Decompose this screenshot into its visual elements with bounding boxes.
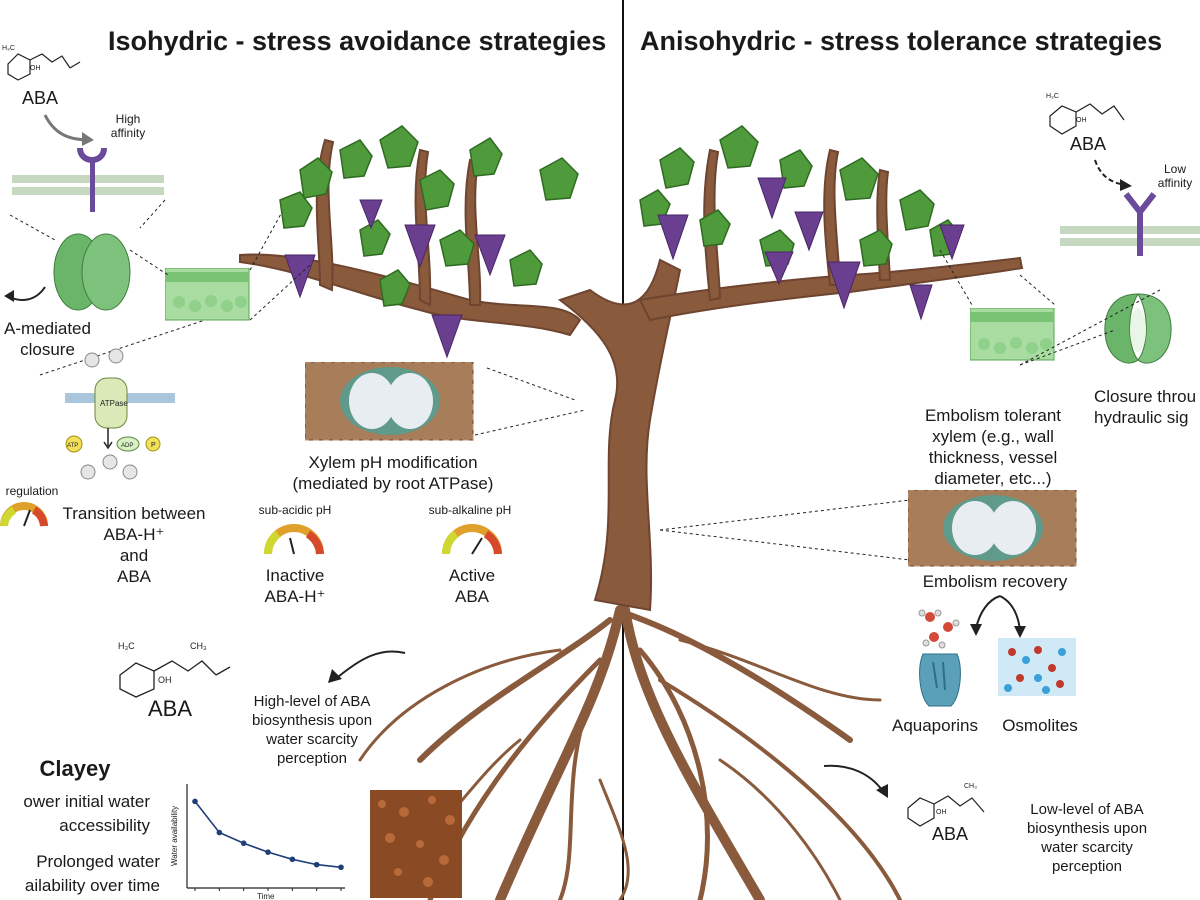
dotted-connectors-left [9,199,586,436]
atp-label: ATP [67,443,78,449]
aba-molecule-mid-left: H₃C CH₃ OH [118,641,231,698]
aba-top-left-label: ABA [21,88,59,108]
water-molecules-icon [918,609,960,649]
transition-label: Transition between ABA-H⁺ and ABA [62,504,206,586]
aquaporin-icon [919,653,961,707]
molecule-oh-label-2: OH [158,675,172,685]
dotted-connectors-right [659,249,1161,561]
prolonged-label: Prolonged water ailability over time [24,852,160,895]
chart-point-5 [289,856,296,863]
molecule-oh-label-4: OH [936,809,947,816]
chart-point-6 [313,861,320,868]
soil-block [370,790,462,898]
chart-point-7 [338,864,344,871]
lower-initial-label: ower initial water accessibility [23,792,150,835]
dashed-arrow-to-receptor [1094,159,1132,191]
chart-xlabel: Time [257,892,275,900]
recovery-arrows [970,595,1026,638]
p-label: P [151,442,156,449]
leaf-cross-section-right [970,308,1055,361]
xylem-section-right [908,490,1077,567]
aba-top-right-label: ABA [1069,134,1107,154]
high-level-label: High-level of ABA biosynthesis upon wate… [251,693,373,767]
chart-point-1 [192,798,198,805]
aba-molecule-bottom-right: CH₃ OH [907,783,985,827]
aba-bottom-right-label: ABA [931,824,969,844]
ph-gauge-regulation [0,502,48,527]
arrow-to-aba-right [823,764,888,798]
xylem-section-left [305,362,474,441]
molecule-ch3-label-2: CH₃ [964,783,977,790]
closure-hydraulic-label: Closure throu hydraulic sig [1094,387,1197,427]
osmolites-label: Osmolites [1002,716,1078,735]
ph-gauge-sub-alkaline [442,524,502,555]
closure-arrow-left [4,286,46,302]
right-title: Anisohydric - stress tolerance strategie… [640,26,1163,56]
molecule-ch3-label: CH₃ [190,641,207,651]
sub-alkaline-label: sub-alkaline pH [428,503,512,517]
membrane-receptor-right [1060,192,1200,256]
molecule-h3c-label: H₃C [2,45,15,52]
stomata-left [53,233,131,311]
embolism-recovery-label: Embolism recovery [922,572,1068,591]
osmolites-icon [998,638,1076,696]
high-affinity-label: High affinity [110,112,146,140]
leaf-cross-section-left [165,268,250,321]
atpase-diagram: ATPase ATP ADP P [65,348,175,480]
membrane-receptor-left [12,147,164,212]
xylem-ph-label: Xylem pH modification (mediated by root … [292,453,494,493]
aba-mediated-closure-label: A-mediated closure [4,319,91,359]
chart-point-4 [265,849,271,855]
water-availability-chart: Water availability Time [170,784,345,900]
active-label: Active ABA [448,566,496,606]
molecule-oh-label: OH [30,65,41,72]
sub-acidic-label: sub-acidic pH [258,503,332,517]
stomata-right [1104,293,1172,364]
molecule-oh-label-3: OH [1076,117,1087,124]
atpase-label: ATPase [100,399,128,408]
aba-molecule-top-right: H₃C OH [1046,93,1125,135]
molecule-h3c-label-3: H₃C [1046,93,1059,100]
chart-point-3 [240,840,247,847]
low-level-label: Low-level of ABA biosynthesis upon water… [1026,801,1148,875]
chart-point-2 [216,829,223,836]
low-affinity-label: Low affinity [1157,162,1193,190]
chart-series-line [194,800,342,869]
adp-label: ADP [121,443,133,449]
grape-clusters [284,177,965,359]
aba-molecule-top-left: H₃C OH [2,45,81,81]
regulation-label: regulation [5,484,59,498]
arrow-to-receptor [43,114,94,146]
left-title: Isohydric - stress avoidance strategies [108,26,607,56]
aquaporins-label: Aquaporins [891,716,978,735]
clayey-label: Clayey [39,756,111,781]
molecule-h3c-label-2: H₃C [118,641,135,651]
ph-gauge-sub-acidic [264,524,324,555]
chart-ylabel: Water availability [170,806,179,866]
leaves [279,125,961,307]
inactive-label: Inactive ABA-H⁺ [264,566,326,606]
embolism-tolerant-label: Embolism tolerant xylem (e.g., wall thic… [924,406,1062,488]
aba-mid-left-label: ABA [147,696,193,721]
arrow-to-aba-left [328,650,406,683]
